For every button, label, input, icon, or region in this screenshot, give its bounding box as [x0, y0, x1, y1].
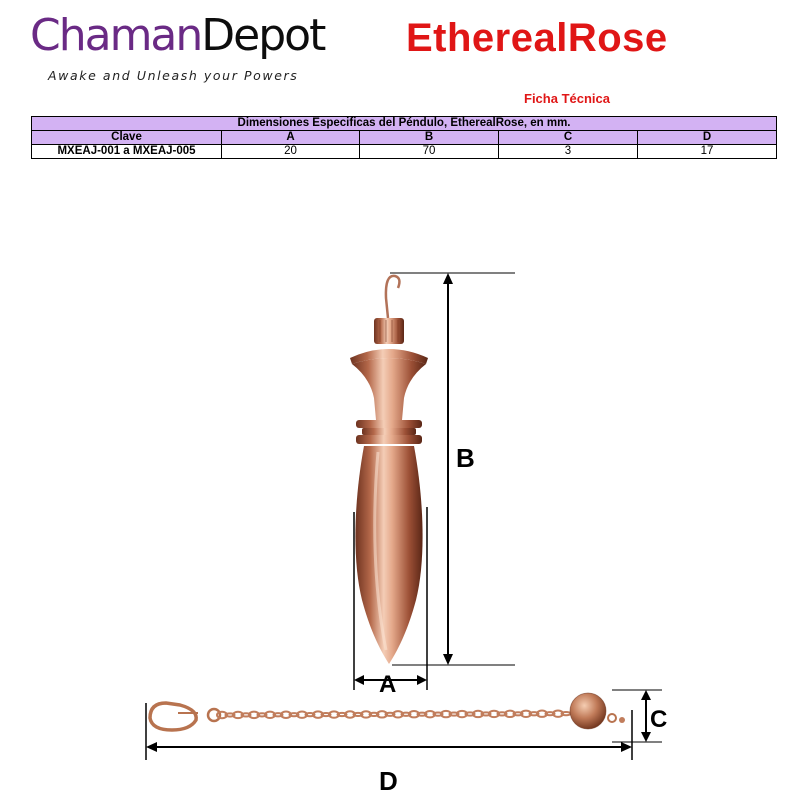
- sheet-title: Ficha Técnica: [524, 91, 610, 106]
- chain-link: [320, 711, 332, 718]
- chain-link: [312, 710, 324, 719]
- chain-link: [280, 710, 292, 719]
- chain-link: [216, 710, 228, 720]
- chain-link: [544, 711, 556, 717]
- chain-link: [304, 712, 316, 718]
- chain-link: [528, 711, 540, 717]
- chain-link: [336, 711, 348, 718]
- chain-link: [256, 712, 268, 718]
- chain-link: [232, 710, 244, 720]
- chain-link: [272, 712, 284, 718]
- cell-c: 3: [498, 144, 638, 159]
- header-b: B: [359, 130, 499, 145]
- chain-link: [472, 709, 484, 719]
- pendulum-tip: [355, 446, 423, 664]
- dimension-d: D: [145, 703, 633, 796]
- chain-bead: [570, 693, 606, 729]
- dimension-a: A: [353, 507, 428, 698]
- chain-link: [264, 710, 276, 720]
- chain-link: [384, 711, 396, 717]
- chain-link: [552, 709, 564, 718]
- table-caption-row: Dimensiones Especificas del Péndulo, Eth…: [30, 116, 778, 131]
- pendulum-body: [350, 318, 428, 664]
- label-c: C: [650, 706, 667, 733]
- chain-link: [248, 710, 260, 720]
- header-d: D: [636, 130, 778, 145]
- chain-link: [448, 711, 460, 717]
- cell-b: 70: [359, 144, 499, 159]
- chain-link: [368, 711, 380, 717]
- chamandepot-logo: ChamanDepot: [30, 14, 326, 58]
- chain-link: [392, 710, 404, 719]
- cell-clave: MXEAJ-001 a MXEAJ-005: [31, 144, 222, 159]
- pendulum-collar: [350, 349, 428, 364]
- label-a: A: [379, 671, 396, 698]
- pendulum-hook: [384, 274, 401, 319]
- chain-link: [344, 710, 356, 719]
- table-caption: Dimensiones Especificas del Péndulo, Eth…: [30, 116, 778, 131]
- header-clave: Clave: [31, 130, 222, 145]
- pendulum-ring-1: [356, 420, 422, 428]
- chain-link: [224, 712, 236, 718]
- chain-link: [288, 712, 300, 718]
- logo-part-chaman: Chaman: [30, 10, 203, 61]
- cell-a: 20: [221, 144, 360, 159]
- chain-link: [400, 711, 412, 717]
- chain-link: [328, 710, 340, 719]
- chain-link: [440, 709, 452, 719]
- label-d: D: [379, 766, 398, 796]
- chain-link: [408, 710, 420, 719]
- dimensions-table: Dimensiones Especificas del Péndulo, Eth…: [30, 116, 778, 159]
- pendulum-chain: [148, 692, 625, 732]
- pendulum-neck: [352, 358, 426, 420]
- chain-clasp: [148, 701, 198, 732]
- product-brand-title: EtherealRose: [406, 16, 668, 60]
- dimension-b: B: [390, 272, 515, 666]
- chain-link: [432, 711, 444, 717]
- chain-link: [488, 709, 500, 719]
- chain-link: [512, 711, 524, 717]
- pendulum-ring-3: [356, 435, 422, 444]
- chain-link: [416, 711, 428, 717]
- cell-d: 17: [636, 144, 778, 159]
- chain-link: [424, 709, 436, 719]
- chain-link: [240, 712, 252, 718]
- chain-link: [536, 709, 548, 718]
- chain-link: [480, 711, 492, 717]
- chain-link: [464, 711, 476, 717]
- pendulum-ring-2: [362, 428, 416, 435]
- chain-link: [496, 711, 508, 717]
- logo-wordmark: ChamanDepot: [30, 14, 326, 58]
- table-header-row: Clave A B C D: [31, 130, 778, 145]
- chain-link: [376, 710, 388, 719]
- chain-link: [456, 709, 468, 719]
- logo-part-depot: Depot: [201, 10, 326, 61]
- pendulum-cap: [374, 318, 404, 344]
- dimension-c: C: [612, 689, 667, 743]
- logo-tagline: Awake and Unleash your Powers: [48, 68, 299, 83]
- chain-link: [352, 711, 364, 718]
- table-row: MXEAJ-001 a MXEAJ-005 20 70 3 17: [31, 144, 778, 159]
- chain-link: [520, 709, 532, 718]
- chain-link: [504, 709, 516, 719]
- chain-link: [296, 710, 308, 719]
- chain-link: [360, 710, 372, 719]
- label-b: B: [456, 443, 475, 473]
